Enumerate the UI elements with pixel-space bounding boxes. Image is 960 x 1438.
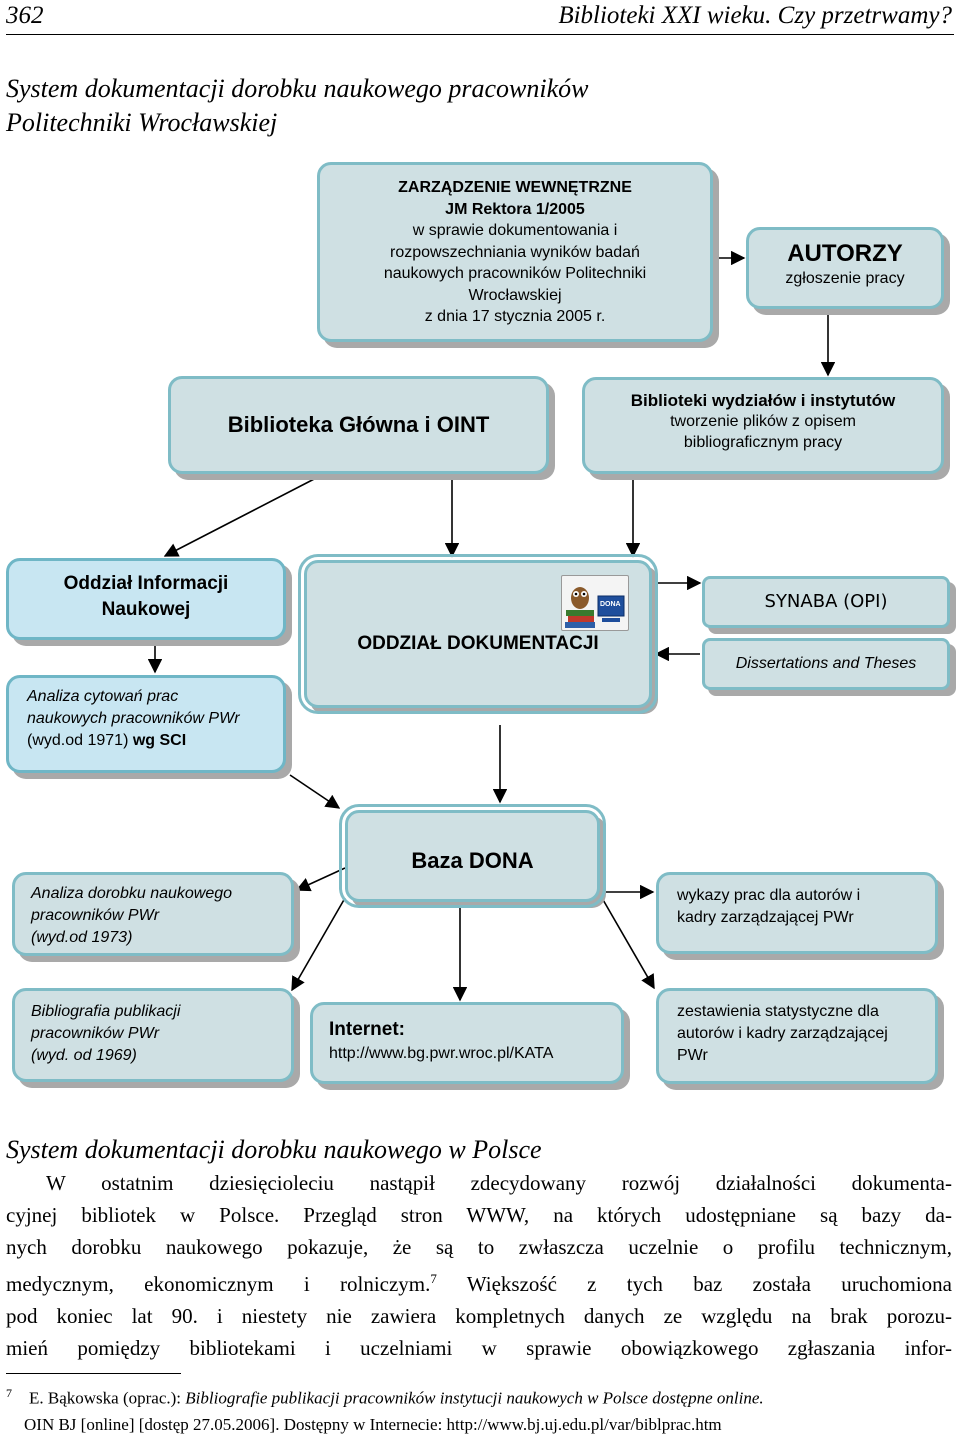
citation-line: Analiza cytowań prac	[27, 688, 179, 705]
statistics-box: zestawienia statystyczne dla autorów i k…	[656, 988, 938, 1084]
paragraph-text: Większość z tych baz została uruchomiona	[436, 1272, 952, 1296]
paragraph-line: cyjnej bibliotek w Polsce. Przegląd stro…	[6, 1203, 952, 1227]
section2-title: System dokumentacji dorobku naukowego w …	[6, 1135, 542, 1164]
bibliography-line: (wyd. od 1969)	[31, 1047, 137, 1064]
paragraph-line: W ostatnim dziesięcioleciu nastąpił zdec…	[46, 1171, 952, 1195]
citation-sci: wg SCI	[132, 732, 187, 749]
output-analysis-box: Analiza dorobku naukowego pracowników PW…	[12, 872, 294, 956]
statistics-line: autorów i kadry zarządzającej	[677, 1025, 888, 1042]
dona-database-box: Baza DONA	[339, 804, 606, 908]
bibliography-box: Bibliografia publikacji pracowników PWr …	[12, 988, 294, 1082]
info-dept-box: Oddział Informacji Naukowej	[6, 558, 286, 640]
decree-line: ZARZĄDZENIE WEWNĘTRZNE	[398, 179, 632, 196]
statistics-line: PWr	[677, 1047, 708, 1064]
footnote-line1: 7 E. Bąkowska (oprac.): Bibliografie pub…	[6, 1380, 956, 1412]
citation-years: (wyd.od 1971)	[27, 732, 133, 749]
section-title-line2: Politechniki Wrocławskiej	[6, 108, 278, 137]
arrow-main-info	[163, 475, 321, 557]
page-number: 362	[6, 2, 44, 29]
decree-box: ZARZĄDZENIE WEWNĘTRZNE JM Rektora 1/2005…	[317, 162, 713, 342]
statistics-line: zestawienia statystyczne dla	[677, 1003, 879, 1020]
decree-line: JM Rektora 1/2005	[445, 200, 585, 218]
citation-line: (wyd.od 1971) wg SCI	[27, 730, 283, 752]
header-rule	[6, 34, 954, 35]
lists-line: wykazy prac dla autorów i	[677, 887, 861, 904]
section-title: System dokumentacji dorobku naukowego pr…	[6, 72, 589, 140]
footnote-line2: OIN BJ [online] [dostęp 27.05.2006]. Dos…	[24, 1414, 722, 1434]
arrow-citation-dona	[289, 774, 341, 809]
paragraph-line: mień pomiędzy bibliotekami i uczelniami …	[6, 1336, 952, 1360]
arrow-dona-statistics	[601, 897, 655, 990]
footnote-ref: 7	[430, 1271, 437, 1286]
internet-title: Internet:	[329, 1019, 405, 1040]
bibliography-line: Bibliografia publikacji	[31, 1003, 181, 1020]
owl-books-icon	[565, 587, 625, 628]
body-paragraph: W ostatnim dziesięcioleciu nastąpił zdec…	[6, 1167, 952, 1364]
paragraph-line: medycznym, ekonomicznym i rolniczym.7 Wi…	[6, 1263, 952, 1300]
authors-box: AUTORZY zgłoszenie pracy	[746, 227, 944, 309]
internet-box: Internet: http://www.bg.pwr.wroc.pl/KATA	[310, 1002, 624, 1084]
dona-logo-text: DONA	[600, 601, 621, 608]
arrow-dona-analysis	[295, 867, 346, 892]
doc-dept-label: ODDZIAŁ DOKUMENTACJI	[357, 633, 599, 654]
authors-subtitle: zgłoszenie pracy	[785, 270, 905, 287]
bibliography-line: pracowników PWr	[31, 1025, 160, 1042]
decree-line: rozpowszechniania wyników badań	[390, 243, 640, 261]
faculty-line: bibliograficznym pracy	[683, 434, 843, 451]
faculty-libraries-box: Biblioteki wydziałów i instytutów tworze…	[582, 377, 944, 474]
section-title-line1: System dokumentacji dorobku naukowego pr…	[6, 74, 589, 103]
output-analysis-line: Analiza dorobku naukowego	[31, 885, 233, 902]
paragraph-line: pod koniec lat 90. i niestety nie zawier…	[6, 1304, 952, 1328]
lists-line: kadry zarządzającej PWr	[677, 909, 854, 926]
synaba-box: SYNABA (OPI)	[702, 576, 950, 628]
decree-line: z dnia 17 stycznia 2005 r.	[424, 308, 606, 325]
output-analysis-line: pracowników PWr	[31, 907, 160, 924]
running-title: Biblioteki XXI wieku. Czy przetrwamy?	[558, 2, 952, 29]
decree-line: naukowych pracowników Politechniki	[383, 265, 647, 282]
paragraph-text: medycznym, ekonomicznym i rolniczym.	[6, 1272, 431, 1296]
info-dept-line: Oddział Informacji	[63, 573, 229, 594]
dissertations-box: Dissertations and Theses	[702, 638, 950, 690]
doc-dept-box: ODDZIAŁ DOKUMENTACJI DONA	[298, 554, 658, 714]
paragraph-line: nych dorobku naukowego pokazuje, że są t…	[6, 1235, 952, 1259]
footnote-number: 7	[6, 1386, 12, 1400]
citation-line: naukowych pracowników PWr	[27, 710, 240, 727]
decree-line: w sprawie dokumentowania i	[412, 222, 618, 239]
faculty-line: tworzenie plików z opisem	[670, 413, 856, 430]
internet-url: http://www.bg.pwr.wroc.pl/KATA	[329, 1045, 554, 1062]
footnote-rule	[6, 1373, 181, 1374]
citation-analysis-box: Analiza cytowań prac naukowych pracownik…	[6, 675, 286, 773]
authors-title: AUTORZY	[787, 240, 903, 267]
dona-logo: DONA	[561, 575, 629, 631]
decree-line: Wrocławskiej	[468, 286, 562, 304]
faculty-title: Biblioteki wydziałów i instytutów	[630, 391, 896, 410]
info-dept-line: Naukowej	[101, 599, 191, 620]
output-analysis-line: (wyd.od 1973)	[31, 929, 133, 946]
footnote-title: Bibliografie publikacji pracowników inst…	[185, 1388, 764, 1408]
arrow-dona-bibliography	[291, 897, 346, 992]
footnote-author: E. Bąkowska (oprac.):	[29, 1388, 186, 1408]
lists-box: wykazy prac dla autorów i kadry zarządza…	[656, 872, 938, 954]
footnote: 7 E. Bąkowska (oprac.): Bibliografie pub…	[6, 1380, 956, 1438]
main-library-box: Biblioteka Główna i OINT	[168, 376, 549, 474]
